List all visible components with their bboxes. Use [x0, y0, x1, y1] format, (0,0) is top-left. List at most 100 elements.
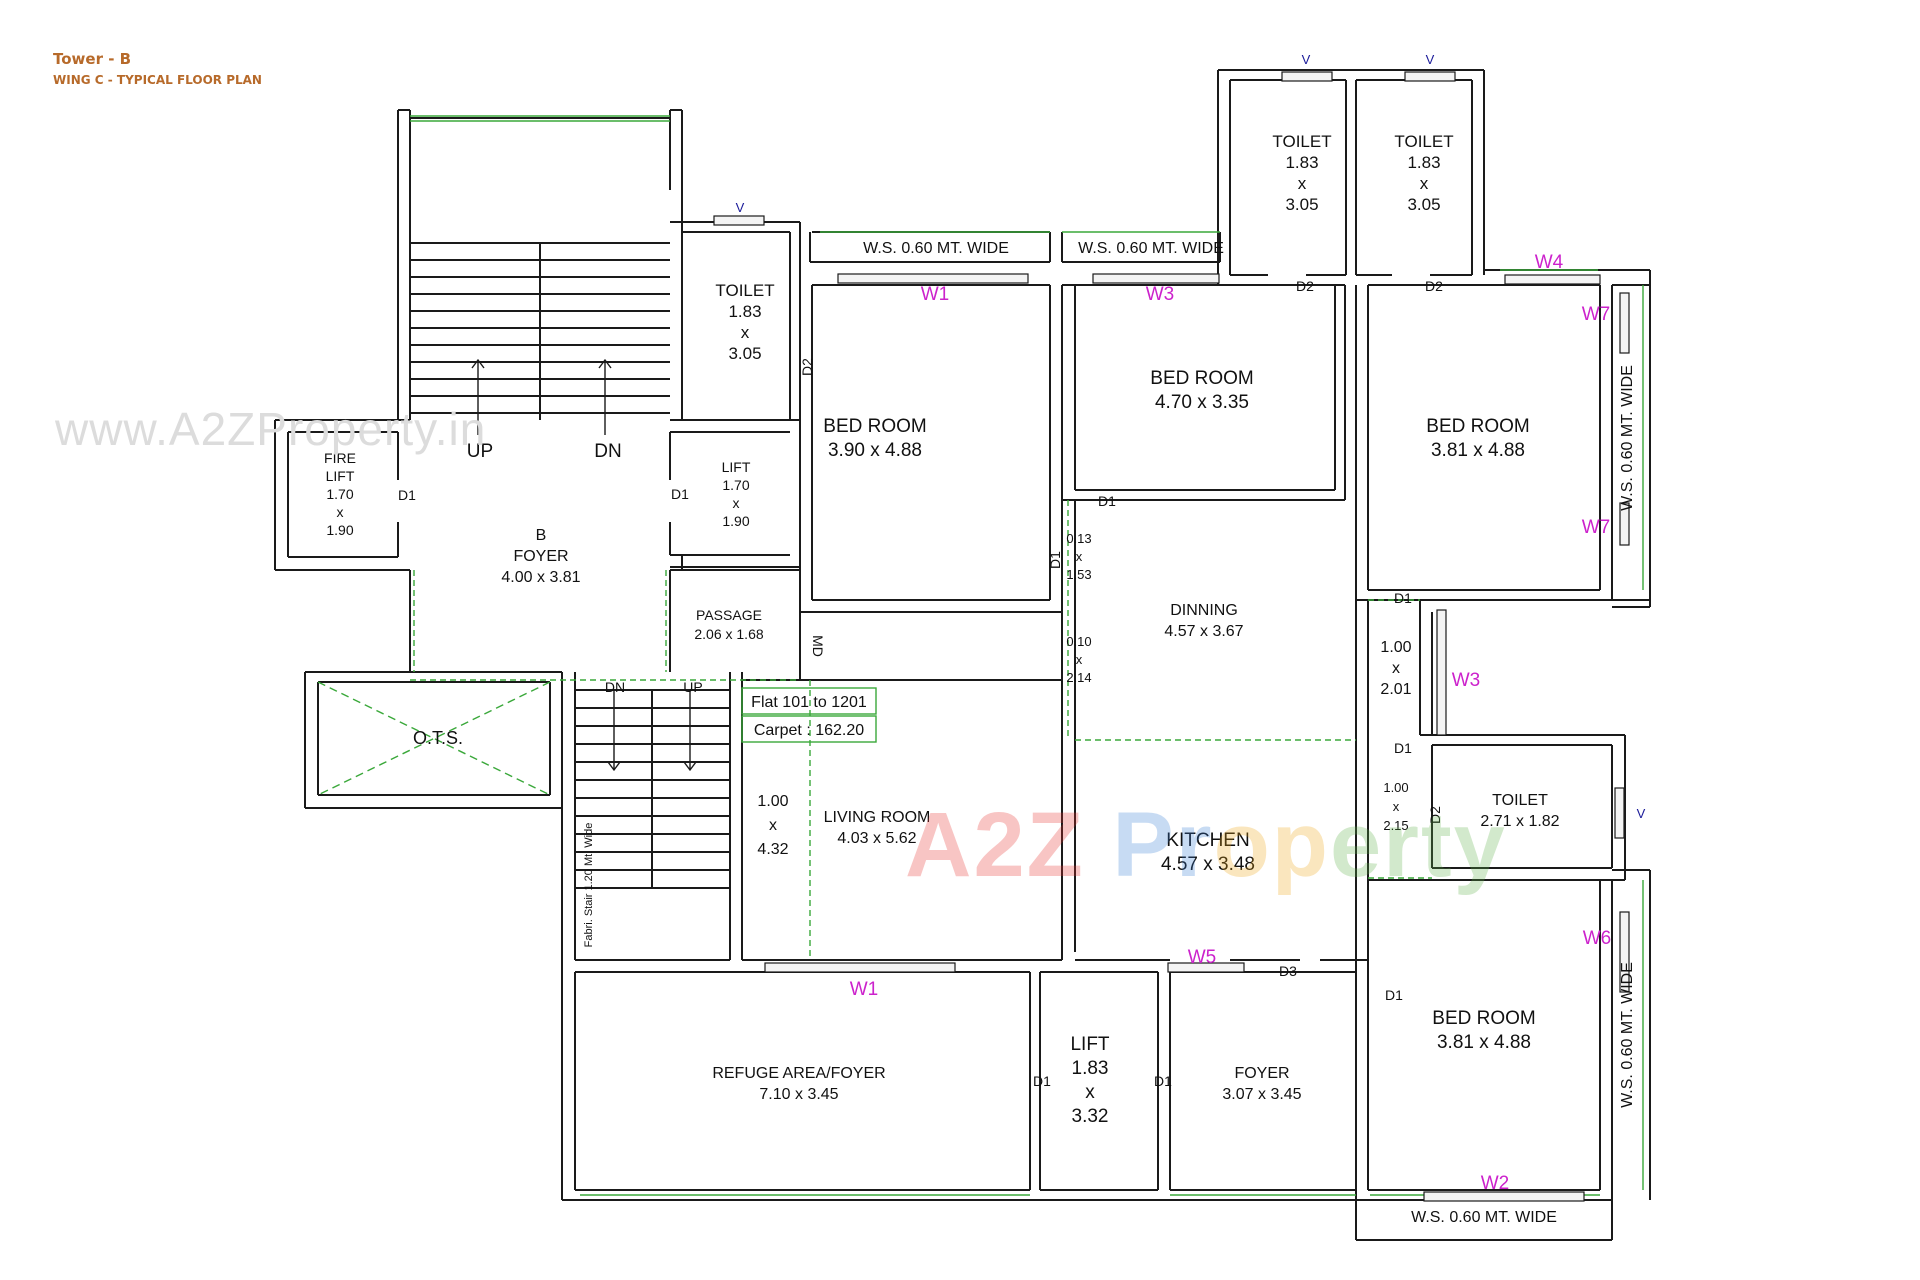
window-frame [1436, 609, 1447, 736]
window-label: W1 [921, 284, 950, 305]
opening [413, 570, 667, 672]
room-label-line: 2.15 [1383, 818, 1408, 833]
stair-label: DN [594, 441, 621, 462]
room-label-line: 4.57 x 3.67 [1164, 623, 1243, 640]
door-label: MD [810, 635, 826, 657]
room-label-line: 0.13 [1066, 531, 1091, 546]
window-label: W7 [1582, 304, 1611, 325]
door-label: D2 [1427, 806, 1443, 824]
window-frame [1619, 502, 1630, 546]
flat-range-label: Flat 101 to 1201 [751, 694, 867, 711]
room-label-line: 3.05 [1407, 195, 1440, 214]
wall [1419, 600, 1433, 735]
ventilator-label: V [1302, 52, 1311, 67]
window-frame [1423, 1191, 1585, 1202]
room-label-line: x [337, 504, 344, 520]
room-label-line: 1.00 [1380, 639, 1411, 656]
room-label-line: 4.03 x 5.62 [837, 830, 916, 847]
room-label-line: x [1076, 549, 1083, 564]
stair-arrow [683, 690, 697, 772]
wall [1355, 879, 1612, 1201]
door-label: D1 [1385, 987, 1403, 1003]
room-label-line: x [1393, 799, 1400, 814]
room-label-line: LIFT [722, 459, 751, 475]
window-frame [837, 273, 1029, 284]
ventilator-label: V [736, 200, 745, 215]
wall [409, 570, 671, 672]
window [820, 231, 1644, 590]
room-label-line: x [733, 495, 740, 511]
window-label: W7 [1582, 517, 1611, 538]
room-label-line: 1.83 [1407, 153, 1440, 172]
room-label-line: 1.90 [326, 522, 353, 538]
watermark-url: www.A2ZProperty.in [55, 403, 487, 455]
door-label: D1 [1394, 740, 1412, 756]
wall [1157, 971, 1356, 1191]
door-label: D1 [1098, 493, 1116, 509]
wall [809, 232, 1221, 263]
door-label: D3 [1279, 963, 1297, 979]
vent-frame [1404, 71, 1456, 82]
wall [670, 569, 801, 680]
vent-frame [1614, 787, 1625, 839]
wall [799, 232, 1062, 613]
wall [1420, 734, 1626, 881]
window-frame [1092, 273, 1220, 284]
ventilator-label: V [1637, 806, 1646, 821]
stair-treads [410, 242, 670, 420]
window-label: W3 [1146, 284, 1175, 305]
room-label-line: x [769, 817, 777, 834]
room-label-line: 1.70 [722, 477, 749, 493]
window-frame [1167, 962, 1245, 973]
vent-frame [713, 215, 765, 226]
room-label-line: x [741, 323, 750, 342]
wall [304, 671, 563, 809]
door-label: D1 [1047, 551, 1063, 569]
room-label-line: REFUGE AREA/FOYER [712, 1065, 885, 1082]
flat-info-box [741, 715, 877, 743]
stair-arrow [607, 690, 621, 772]
window-frame [1619, 292, 1630, 354]
door-label: D1 [671, 486, 689, 502]
window-label: W2 [1481, 1173, 1510, 1194]
ws-label: W.S. 0.60 MT. WIDE [1619, 962, 1636, 1108]
flat-info-box [741, 687, 877, 715]
room-label-line: LIVING ROOM [824, 809, 931, 826]
wall [1061, 500, 1369, 960]
ws-label: W.S. 0.60 MT. WIDE [1619, 365, 1636, 511]
tower-title: Tower - B [53, 50, 132, 68]
opening [1067, 500, 1432, 879]
room-label-line: PASSAGE [696, 607, 762, 623]
room-label-line: 4.00 x 3.81 [501, 569, 580, 586]
room-label-line: 4.57 x 3.48 [1161, 854, 1255, 875]
stair-label: UP [683, 679, 702, 695]
window-frame [1619, 911, 1630, 993]
room-label-line: TOILET [1492, 792, 1548, 809]
room-label-line: 3.81 x 4.88 [1431, 440, 1525, 461]
stair-label: Fabri. Stair 1.20 Mt. Wide [583, 823, 595, 948]
door-label: D1 [1154, 1073, 1172, 1089]
room-label-line: BED ROOM [1426, 416, 1529, 437]
window [580, 880, 1644, 1196]
room-label-line: LIFT [1070, 1034, 1109, 1055]
door-label: D2 [1425, 278, 1443, 294]
wall [1217, 69, 1485, 285]
stair-treads [575, 689, 730, 889]
door-label: D2 [799, 358, 815, 376]
